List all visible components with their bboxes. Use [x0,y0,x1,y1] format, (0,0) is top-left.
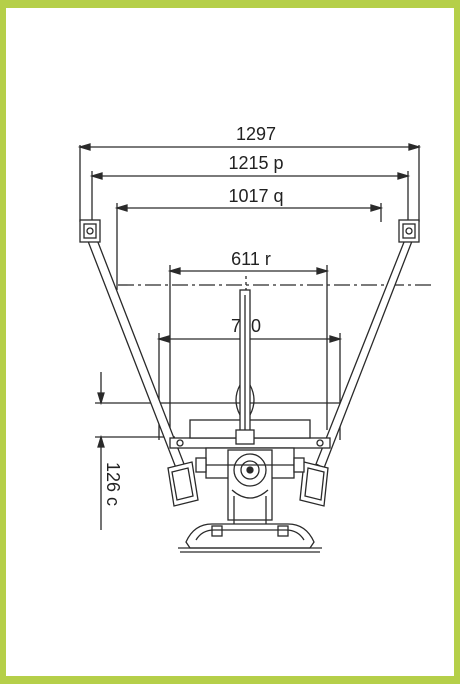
dimension-1215: 1215 p [89,153,411,222]
dimension-1017: 1017 q [114,186,384,290]
dimension-label-1297: 1297 [236,124,276,144]
dimension-label-1017-q: 1017 q [228,186,283,206]
base [178,523,322,553]
dimension-label-1215-p: 1215 p [228,153,283,173]
central-column [235,289,255,445]
lower-mechanism [195,447,305,530]
dimension-label-126-c: 126 c [103,462,123,506]
dimension-126: 126 c [95,372,350,530]
dimension-1297: 1297 [77,124,422,222]
dimension-611: 611 r [167,249,330,430]
left-arm [79,219,199,507]
dimension-label-611-r: 611 r [231,249,271,269]
right-arm [299,219,420,507]
